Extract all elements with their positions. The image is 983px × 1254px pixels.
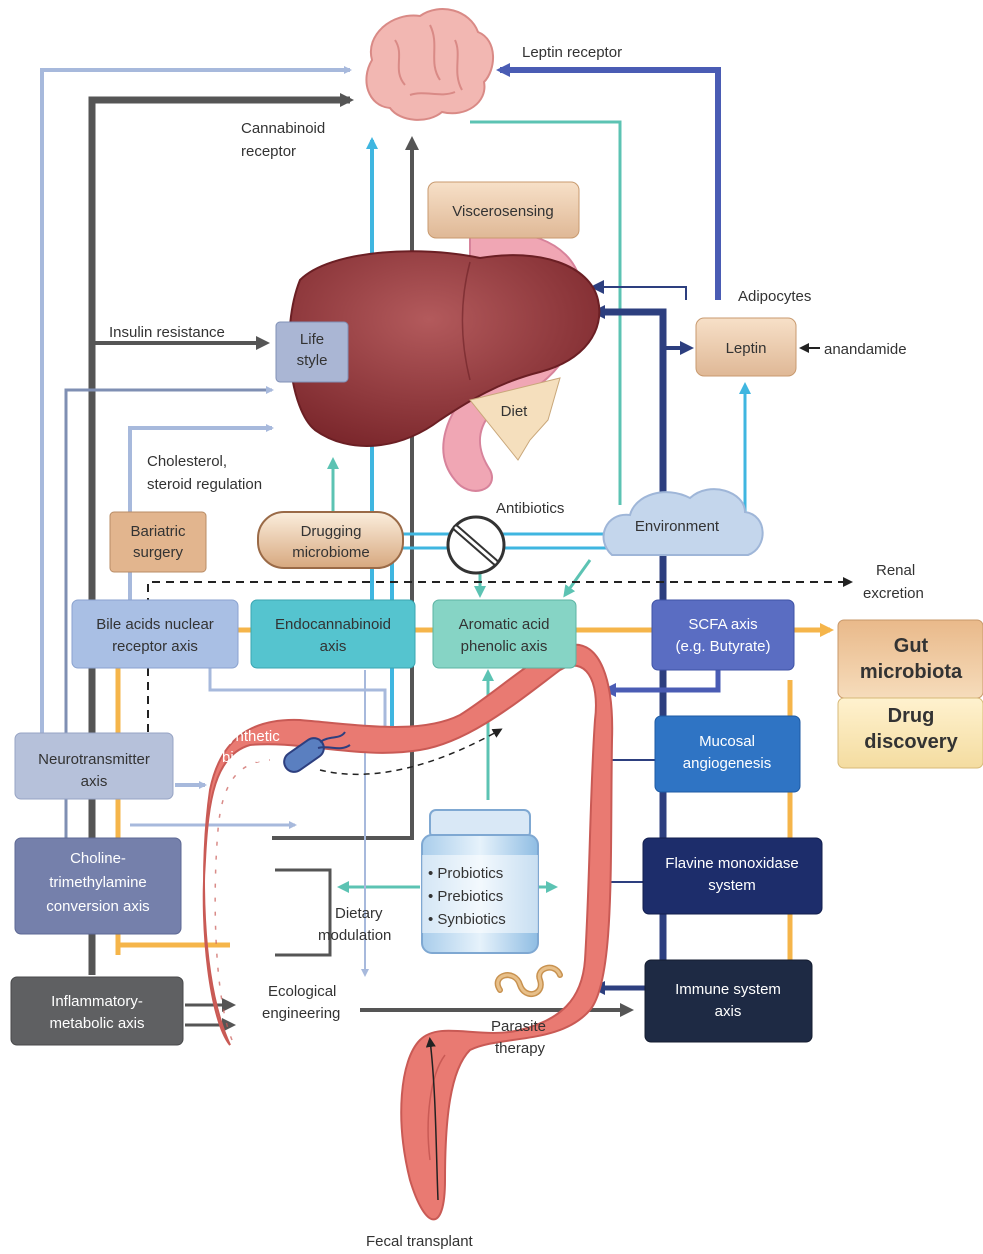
mucosal-label-2: angiogenesis — [683, 755, 771, 772]
drug-discovery-box: Drug discovery — [838, 698, 983, 768]
scfa-box: SCFA axis (e.g. Butyrate) — [652, 600, 794, 670]
bottle-item-prebiotics: • Prebiotics — [428, 888, 503, 905]
gut-label-1: Gut — [894, 635, 929, 657]
bile-label-2: receptor axis — [112, 638, 198, 655]
life-style-label-1: Life — [300, 331, 324, 348]
environment-label: Environment — [635, 518, 720, 535]
anandamide-label: anandamide — [824, 341, 907, 358]
viscerosensing-label: Viscerosensing — [452, 203, 553, 220]
leptin-label: Leptin — [726, 340, 767, 357]
thin-navy-liver — [594, 287, 686, 300]
inflammatory-label-2: metabolic axis — [49, 1015, 144, 1032]
life-style-label-2: style — [297, 352, 328, 369]
drugging-microbiome-box: Drugging microbiome — [258, 512, 403, 568]
diet-label: Diet — [501, 403, 529, 420]
endo-label-2: axis — [320, 638, 347, 655]
mucosal-box: Mucosal angiogenesis — [655, 716, 800, 792]
svg-text:Viscerosensing: Viscerosensing — [452, 203, 553, 220]
choline-label-2: trimethylamine — [49, 874, 147, 891]
choline-label-3: conversion axis — [46, 898, 149, 915]
choline-box: Choline-trimethylamine conversion axis — [15, 838, 181, 934]
immune-label-2: axis — [715, 1003, 742, 1020]
endocannabinoid-box: Endocannabinoid axis — [251, 600, 415, 668]
flavine-label-2: system — [708, 877, 756, 894]
flavine-box: Flavine monoxidase system — [643, 838, 822, 914]
adipocytes-label: Adipocytes — [738, 288, 811, 305]
drugging-label-1: Drugging — [301, 523, 362, 540]
leptin-receptor-label: Leptin receptor — [522, 44, 622, 61]
bile-acids-box: Bile acids nuclear receptor axis — [72, 600, 238, 668]
bariatric-label-2: surgery — [133, 544, 184, 561]
bariatric-surgery-box: Bariatric surgery — [110, 512, 206, 572]
antibiotics-label: Antibiotics — [496, 500, 564, 517]
drug-label-2: discovery — [864, 731, 958, 753]
bile-label-1: Bile acids nuclear — [96, 616, 214, 633]
bottle-item-synbiotics: • Synbiotics — [428, 911, 506, 928]
cholesterol-label: Cholesterol,steroid regulation — [147, 453, 262, 493]
neurotransmitter-box: Neurotransmitter axis — [15, 733, 173, 799]
environment-aromatic-teal — [565, 560, 590, 595]
life-style-box: Life style — [276, 322, 348, 382]
fecal-transplant-label: Fecal transplant — [366, 1233, 474, 1250]
parasite-icon — [498, 968, 560, 994]
drug-label-1: Drug — [888, 705, 935, 727]
neuro-label-2: axis — [81, 773, 108, 790]
inflammatory-box: Inflammatory-metabolic axis — [11, 977, 183, 1045]
antibiotics-pill-icon — [448, 517, 504, 573]
bottle-item-probiotics: • Probiotics — [428, 865, 503, 882]
endo-label-1: Endocannabinoid — [275, 616, 391, 633]
flavine-label-1: Flavine monoxidase — [665, 855, 798, 872]
inflammatory-label-1: Inflammatory- — [51, 993, 143, 1010]
gut-label-2: microbiota — [860, 661, 963, 683]
mucosal-label-1: Mucosal — [699, 733, 755, 750]
scfa-label-1: SCFA axis — [688, 616, 757, 633]
aromatic-acid-box: Aromatic acid phenolic axis — [433, 600, 576, 668]
environment-box: Environment — [635, 518, 720, 535]
immune-box: Immune system axis — [645, 960, 812, 1042]
insulin-resistance-label: Insulin resistance — [109, 324, 225, 341]
choline-label-1: Choline- — [70, 850, 126, 867]
bariatric-label-1: Bariatric — [130, 523, 186, 540]
neuro-label-1: Neurotransmitter — [38, 751, 150, 768]
immune-label-1: Immune system — [675, 981, 781, 998]
aromatic-label-2: phenolic axis — [461, 638, 548, 655]
gut-microbiota-box: Gut microbiota — [838, 620, 983, 698]
scfa-label-2: (e.g. Butyrate) — [675, 638, 770, 655]
drugging-label-2: microbiome — [292, 544, 370, 561]
brain-icon — [366, 9, 493, 120]
viscerosensing-box: Viscerosensing — [428, 182, 579, 238]
aromatic-label-1: Aromatic acid — [459, 616, 550, 633]
leptin-box: Leptin — [696, 318, 796, 376]
